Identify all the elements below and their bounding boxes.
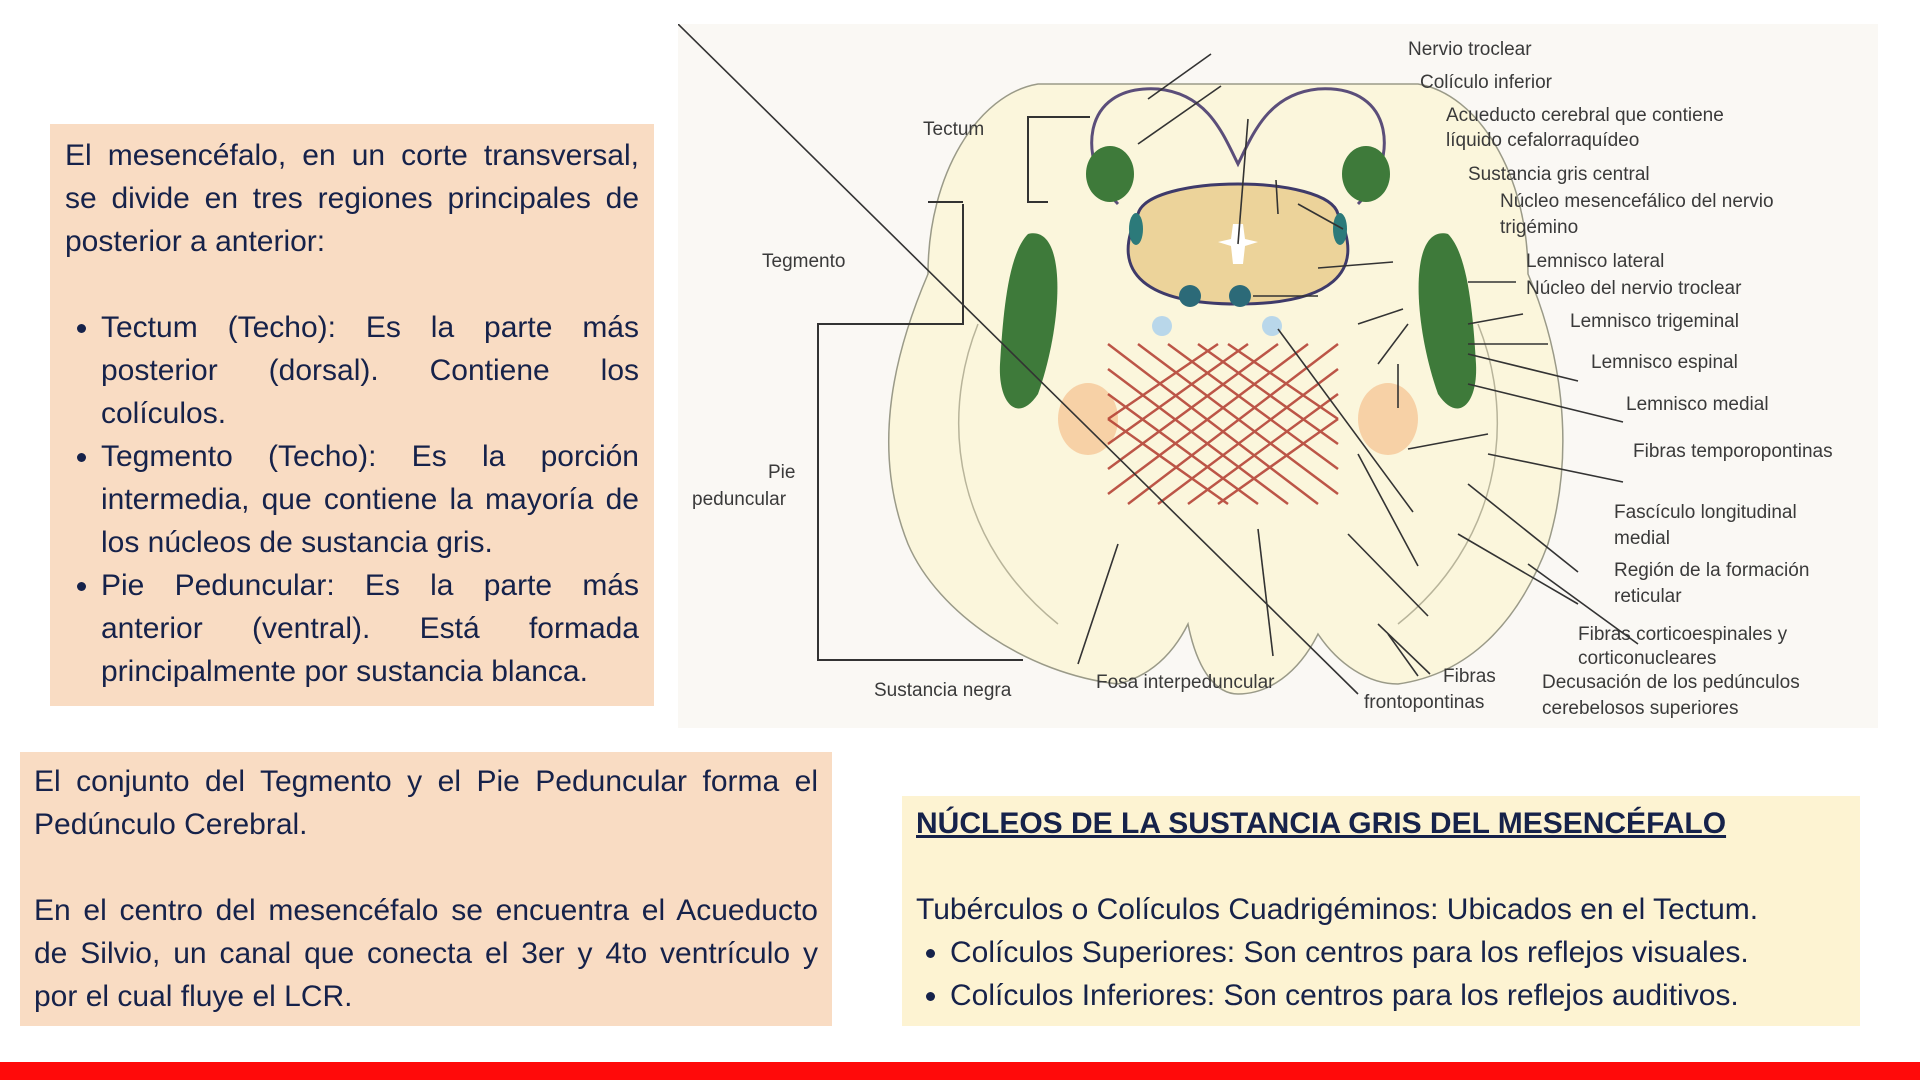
regions-intro: El mesencéfalo, en un corte transversal,…: [65, 139, 639, 258]
nuclei-title: NÚCLEOS DE LA SUSTANCIA GRIS DEL MESENCÉ…: [916, 807, 1727, 840]
label-nucleo-mes-2: trigémino: [1500, 217, 1578, 238]
list-item: Pie Peduncular: Es la parte más anterior…: [101, 564, 639, 693]
reticular-glow-right: [1358, 383, 1418, 455]
label-nucleo-mes-1: Núcleo mesencefálico del nervio: [1500, 191, 1774, 212]
inferior-colliculus-left: [1086, 146, 1134, 202]
label-region-2: reticular: [1614, 586, 1682, 607]
mesencephalic-nucleus-left: [1129, 213, 1143, 245]
brainstem-outline: [887, 83, 1564, 695]
label-acueducto-2: líquido cefalorraquídeo: [1446, 130, 1639, 151]
label-fibras-cortico-1: Fibras corticoespinales y: [1578, 624, 1788, 645]
midbrain-cross-section-diagram: Tectum Tegmento Pie peduncular Nervio tr…: [678, 24, 1878, 728]
label-acueducto-1: Acueducto cerebral que contiene: [1446, 105, 1724, 126]
aqueduct-paragraph: En el centro del mesencéfalo se encuentr…: [34, 894, 818, 1013]
label-nervio-troclear: Nervio troclear: [1408, 39, 1532, 60]
peduncle-paragraph: El conjunto del Tegmento y el Pie Pedunc…: [34, 765, 818, 841]
label-coliculo-inferior: Colículo inferior: [1420, 72, 1553, 93]
nuclei-text-box: NÚCLEOS DE LA SUSTANCIA GRIS DEL MESENCÉ…: [902, 796, 1860, 1026]
regions-list: Tectum (Techo): Es la parte más posterio…: [65, 306, 639, 693]
label-lemnisco-lateral: Lemnisco lateral: [1526, 251, 1664, 272]
reticular-glow-left: [1058, 383, 1118, 455]
list-item: Colículos Superiores: Son centros para l…: [950, 931, 1846, 974]
nuclei-list: Colículos Superiores: Son centros para l…: [916, 931, 1846, 1017]
label-fosa: Fosa interpeduncular: [1096, 672, 1275, 693]
inferior-colliculus-right: [1342, 146, 1390, 202]
leader-lines: [678, 24, 1489, 695]
label-pie-2: peduncular: [692, 489, 787, 510]
label-pie-1: Pie: [768, 462, 795, 483]
label-fasciculo-1: Fascículo longitudinal: [1614, 502, 1797, 523]
lemniscus-green-left: [999, 233, 1058, 409]
lemniscus-green-right: [1418, 233, 1477, 409]
footer-red-bar: [0, 1062, 1920, 1080]
decussation-hatch: [1107, 342, 1339, 506]
regions-text-box: El mesencéfalo, en un corte transversal,…: [50, 124, 654, 706]
label-fasciculo-2: medial: [1614, 528, 1670, 549]
label-fibras-fronto-1: Fibras: [1443, 666, 1496, 687]
pie-bracket: [817, 323, 1023, 661]
label-fibras-cortico-2: corticonucleares: [1578, 648, 1716, 669]
label-fibras-temporo: Fibras temporopontinas: [1633, 441, 1833, 462]
nuclei-intro: Tubérculos o Colículos Cuadrigéminos: Ub…: [916, 893, 1759, 926]
label-decusacion-2: cerebelosos superiores: [1542, 698, 1738, 719]
peduncle-curve-left: [957, 323, 1059, 625]
label-sustancia-negra: Sustancia negra: [874, 680, 1012, 701]
label-lemnisco-trigeminal: Lemnisco trigeminal: [1570, 311, 1739, 332]
label-decusacion-1: Decusación de los pedúnculos: [1542, 672, 1800, 693]
list-item: Tectum (Techo): Es la parte más posterio…: [101, 306, 639, 435]
list-item: Tegmento (Techo): Es la porción intermed…: [101, 435, 639, 564]
peduncle-aqueduct-text-box: El conjunto del Tegmento y el Pie Pedunc…: [20, 752, 832, 1026]
label-tectum: Tectum: [923, 119, 984, 140]
label-region-1: Región de la formación: [1614, 560, 1809, 581]
tectum-loop: [1090, 87, 1386, 206]
mlf-right: [1262, 316, 1282, 336]
label-sustancia-gris: Sustancia gris central: [1468, 164, 1650, 185]
tegmento-bracket: [883, 204, 964, 325]
label-fibras-fronto-2: frontopontinas: [1364, 692, 1484, 713]
mesencephalic-nucleus-right: [1333, 213, 1347, 245]
tectum-bracket: [1027, 116, 1090, 203]
trochlear-nucleus-left: [1179, 285, 1201, 307]
trochlear-nucleus-right: [1229, 285, 1251, 307]
label-tegmento: Tegmento: [762, 251, 845, 272]
label-lemnisco-espinal: Lemnisco espinal: [1591, 352, 1738, 373]
list-item: Colículos Inferiores: Son centros para l…: [950, 974, 1846, 1017]
label-lemnisco-medial: Lemnisco medial: [1626, 394, 1769, 415]
peduncle-curve-right: [1397, 323, 1499, 625]
label-nucleo-troclear: Núcleo del nervio troclear: [1526, 278, 1742, 299]
mlf-left: [1152, 316, 1172, 336]
